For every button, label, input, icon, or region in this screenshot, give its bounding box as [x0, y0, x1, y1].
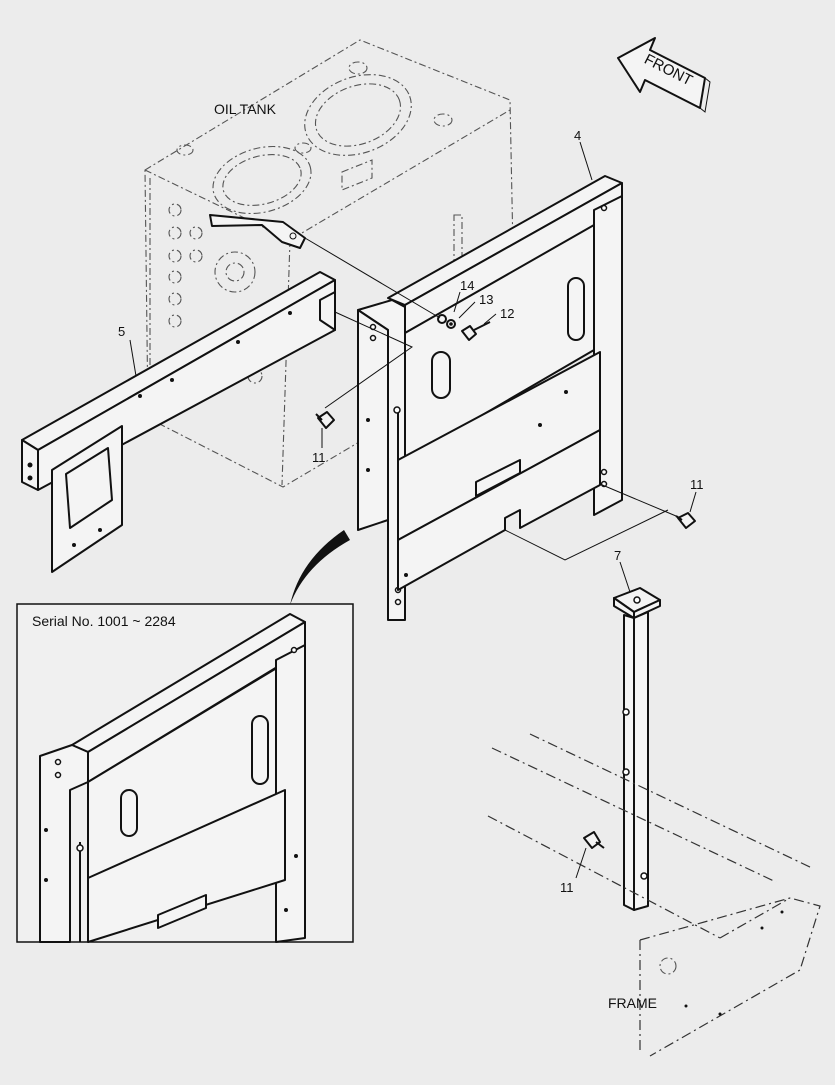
part-14-leader [453, 291, 461, 313]
fastener-group-12-13-14 [304, 237, 491, 341]
part-5-leader [129, 339, 137, 377]
part-13-leader [458, 301, 476, 319]
detail-pointer [290, 530, 350, 605]
callout-part-12: 12 [500, 306, 514, 321]
detail-inset: Serial No. 1001 ~ 2284 [16, 603, 354, 943]
part-7-leader [619, 561, 631, 593]
callout-part-4: 4 [574, 128, 581, 143]
frame-outline [487, 733, 821, 1057]
callout-part-11-center: 11 [312, 450, 326, 465]
part-4-panel-frame [357, 175, 623, 621]
callout-part-13: 13 [479, 292, 493, 307]
oil-tank-label: OIL TANK [214, 101, 277, 117]
bolt-11-lower [583, 831, 605, 849]
callout-part-14: 14 [460, 278, 474, 293]
part-11-right-leader [689, 491, 697, 513]
callout-part-7: 7 [614, 548, 621, 563]
bolt-11-right [675, 512, 696, 529]
callout-part-11-right: 11 [690, 477, 704, 492]
callout-part-5: 5 [118, 324, 125, 339]
tank-mount-bracket [209, 214, 306, 249]
part-11-lower-leader [575, 847, 587, 879]
frame-label: FRAME [608, 995, 657, 1011]
serial-range-label: Serial No. 1001 ~ 2284 [32, 613, 176, 629]
part-7-support-post [613, 587, 661, 911]
part-5-support-beam [21, 271, 336, 573]
part-4-leader [579, 141, 593, 181]
part-12-leader [483, 313, 497, 325]
front-direction-arrow: FRONT [617, 37, 711, 113]
callout-part-11-lower: 11 [560, 880, 574, 895]
bolt-11-center [315, 411, 335, 429]
